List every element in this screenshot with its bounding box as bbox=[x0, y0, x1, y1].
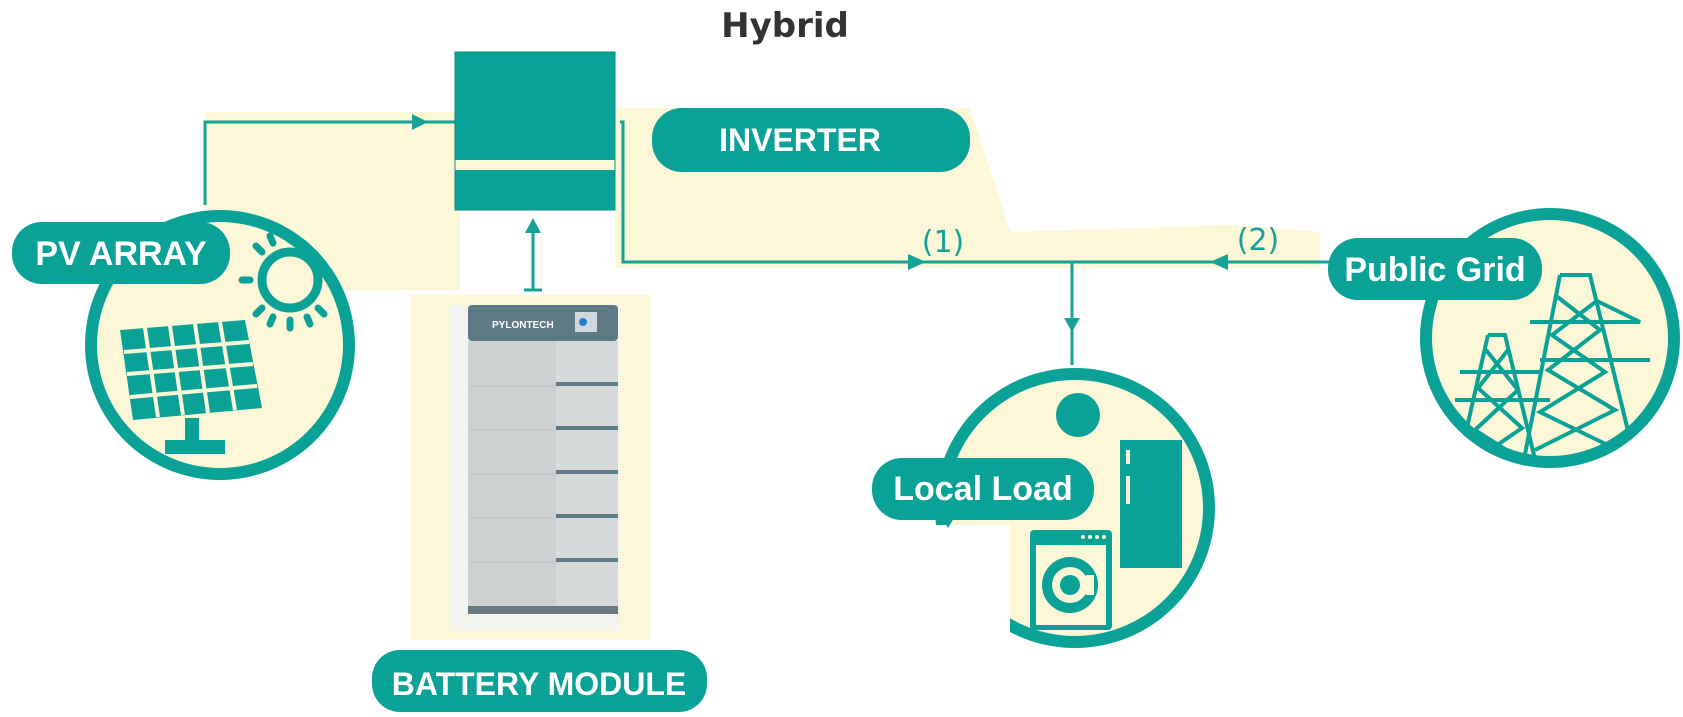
flow-arrows bbox=[412, 114, 1228, 332]
arrow-down-icon bbox=[1064, 318, 1080, 332]
solar-panel-sun-icon bbox=[120, 228, 342, 454]
battery-module-label-pill: BATTERY MODULE bbox=[372, 650, 707, 712]
pv-array-label-pill: PV ARRAY bbox=[12, 222, 230, 284]
inverter-to-load-line bbox=[620, 120, 1330, 264]
arrow-right-icon bbox=[412, 114, 428, 130]
inverter-label: INVERTER bbox=[719, 122, 881, 158]
pv-to-inverter-line bbox=[203, 120, 455, 205]
power-tower-icon bbox=[1453, 273, 1650, 468]
diagram-title: Hybrid bbox=[721, 6, 849, 46]
inverter-label-pill: INVERTER bbox=[652, 108, 970, 172]
arrow-left-icon bbox=[1210, 254, 1228, 270]
local-load-label: Local Load bbox=[893, 470, 1072, 508]
pv-array-label: PV ARRAY bbox=[35, 235, 207, 273]
connection-lines bbox=[203, 120, 1330, 365]
public-grid-label-pill: Public Grid bbox=[1328, 238, 1542, 300]
public-grid-label: Public Grid bbox=[1344, 251, 1525, 289]
inverter-icon bbox=[454, 51, 616, 211]
battery-module-label: BATTERY MODULE bbox=[392, 666, 687, 702]
battery-brand: PYLONTECH bbox=[492, 320, 554, 331]
local-load-node bbox=[930, 368, 1215, 675]
flow-label-1: (1) bbox=[922, 225, 965, 260]
arrow-up-icon bbox=[525, 218, 541, 233]
appliances-icon bbox=[1030, 393, 1182, 630]
arrow-right-icon bbox=[908, 254, 926, 270]
local-load-label-pill: Local Load bbox=[872, 458, 1094, 528]
flow-label-2: (2) bbox=[1237, 223, 1280, 258]
battery-module-icon: PYLONTECH bbox=[450, 305, 620, 630]
